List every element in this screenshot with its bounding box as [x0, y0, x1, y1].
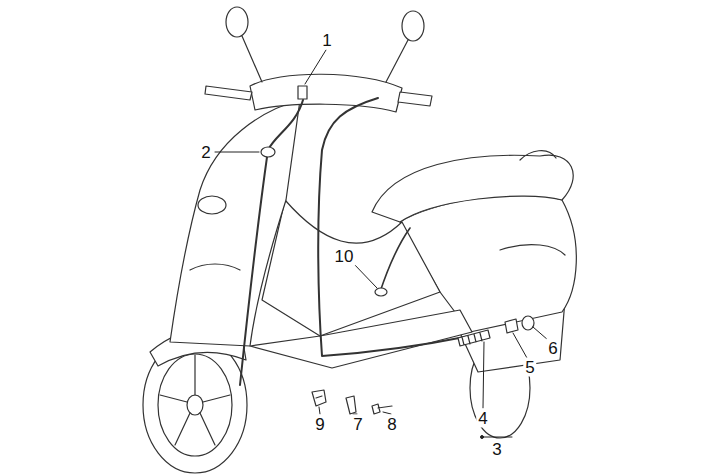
leader-line: [513, 333, 527, 358]
callout-number: 2: [199, 143, 212, 162]
bracket-line: [482, 437, 512, 438]
adjuster: [298, 86, 307, 99]
mirror: [402, 11, 424, 41]
leader-line: [353, 263, 377, 288]
sleeve: [505, 319, 518, 333]
bracket: [346, 396, 356, 414]
spokes: [160, 355, 230, 445]
leader-lines: [215, 50, 548, 439]
center-tunnel: [262, 200, 440, 336]
rim: [158, 354, 232, 456]
shield-line: [190, 264, 240, 270]
indicator: [198, 196, 226, 214]
cable-clip: [375, 288, 387, 296]
leader-line: [215, 152, 259, 153]
cap: [522, 316, 534, 330]
leader-line: [305, 50, 326, 84]
callout-number: 7: [351, 415, 364, 434]
cable-end: [458, 330, 490, 346]
seat: [372, 155, 573, 222]
rear-body: [400, 195, 576, 332]
callout-number: 4: [476, 409, 489, 428]
clip: [312, 390, 326, 406]
callout-number: 8: [385, 415, 398, 434]
brake-cable: [240, 100, 303, 385]
leader-line: [483, 342, 484, 408]
front-shield: [170, 100, 300, 346]
hub: [187, 395, 203, 415]
body-line: [500, 245, 565, 255]
mirror: [226, 7, 248, 37]
callout-number: 3: [490, 440, 503, 459]
bracket-dot: [481, 436, 484, 439]
callout-number: 10: [333, 247, 356, 266]
callout-number: 5: [523, 358, 536, 377]
callout-number: 9: [313, 415, 326, 434]
handlebar-cover: [250, 74, 402, 112]
screw: [372, 404, 392, 414]
cable-clip: [261, 147, 275, 157]
left-grip: [205, 86, 252, 100]
callout-number: 6: [546, 339, 559, 358]
right-grip: [398, 92, 432, 106]
leader-line: [319, 407, 320, 414]
cable: [380, 228, 410, 292]
callout-number: 1: [320, 31, 333, 50]
throttle-cable: [318, 98, 470, 356]
seat-line: [520, 151, 556, 160]
